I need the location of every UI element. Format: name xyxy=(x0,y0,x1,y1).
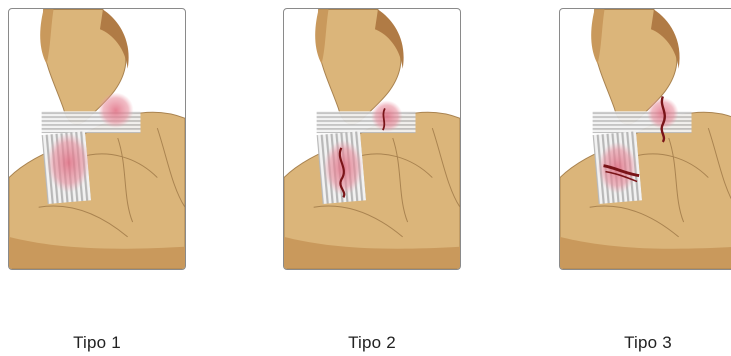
ankle-illustration xyxy=(284,9,460,269)
tear-mark xyxy=(383,108,385,130)
figure-label: Tipo 2 xyxy=(283,333,461,353)
figure-panel-tipo-2 xyxy=(283,8,461,270)
figure-label: Tipo 1 xyxy=(8,333,186,353)
figure-label: Tipo 3 xyxy=(559,333,731,353)
ankle-illustration xyxy=(560,9,731,269)
ankle-illustration xyxy=(9,9,185,269)
injury-highlight-upper xyxy=(371,100,403,132)
injury-highlight-lower xyxy=(598,142,638,193)
injury-highlight-lower xyxy=(47,133,91,192)
injury-highlight-upper xyxy=(98,93,134,129)
figure-panel-tipo-1 xyxy=(8,8,186,270)
figure-panel-tipo-3 xyxy=(559,8,731,270)
